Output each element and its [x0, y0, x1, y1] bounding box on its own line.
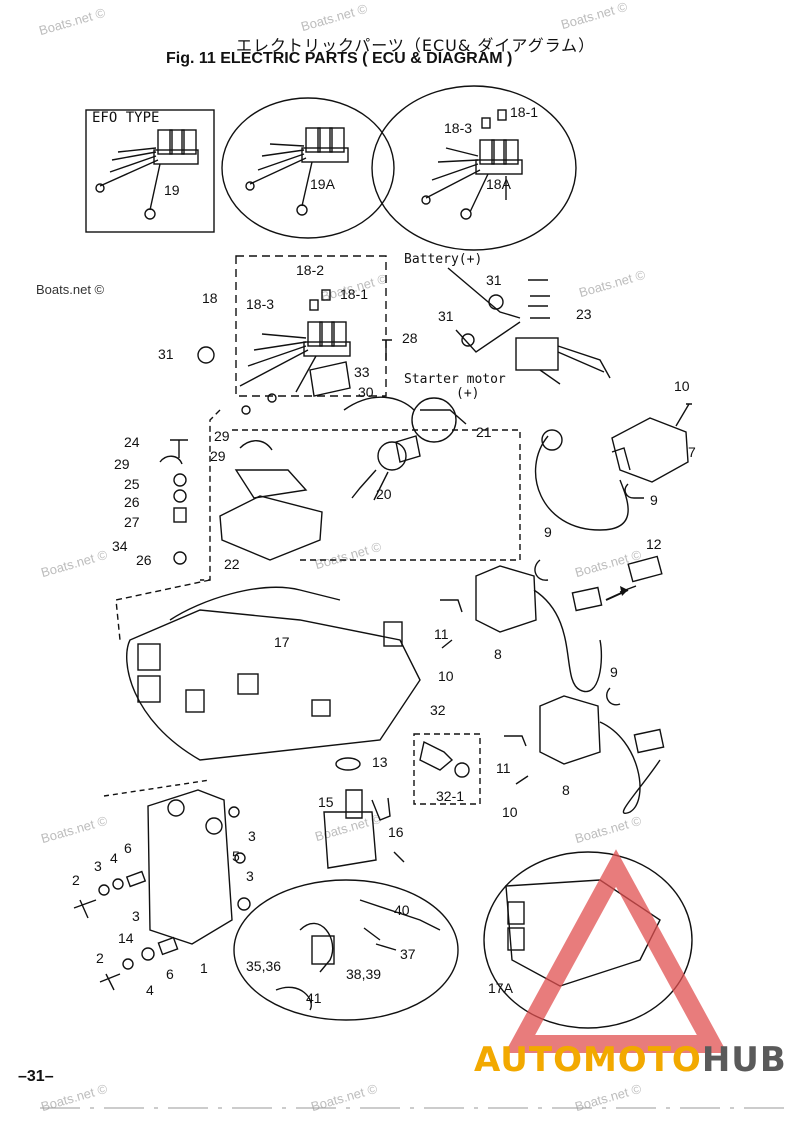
- brand-wordmark: AUTOMOTOHUB: [474, 1040, 787, 1080]
- part-35-36-label: 35,36: [246, 958, 282, 974]
- part-2b-label: 2: [96, 950, 104, 966]
- part-41-label: 41: [306, 990, 322, 1006]
- part-3a-label: 3: [94, 858, 102, 874]
- part-16-label: 16: [388, 824, 404, 840]
- part-7-label: 7: [688, 444, 696, 460]
- part-6a-label: 6: [124, 840, 132, 856]
- group-32-frame: [413, 733, 481, 805]
- part-5-label: 5: [232, 848, 240, 864]
- part-15-label: 15: [318, 794, 334, 810]
- part-40-label: 40: [394, 902, 410, 918]
- part-34-label: 34: [112, 538, 128, 554]
- part-30-label: 30: [358, 384, 374, 400]
- efo-type-label: EFO TYPE: [92, 110, 160, 126]
- part-10b-label: 10: [438, 668, 454, 684]
- part-17-label: 17: [274, 634, 290, 650]
- part-29a-label: 29: [114, 456, 130, 472]
- part-22-label: 22: [224, 556, 240, 572]
- brand-part-1: AUTOMOTO: [474, 1040, 702, 1080]
- part-31c-label: 31: [158, 346, 174, 362]
- part-2a-label: 2: [72, 872, 80, 888]
- part-11b-label: 11: [496, 760, 511, 776]
- part-28-label: 28: [402, 330, 418, 346]
- part-3d-label: 3: [132, 908, 140, 924]
- part-27-label: 27: [124, 514, 140, 530]
- part-4b-label: 4: [146, 982, 154, 998]
- part-18-label: 18: [202, 290, 218, 306]
- part-31a-label: 31: [486, 272, 502, 288]
- relay-18a: [421, 109, 523, 220]
- relay-19: [95, 129, 199, 220]
- relay-19a: [245, 127, 349, 216]
- part-11a-label: 11: [434, 626, 449, 642]
- title-japanese: エレクトリックパーツ（ECU& ダイアグラム）: [236, 36, 596, 55]
- part-8b-label: 8: [562, 782, 570, 798]
- part-25-label: 25: [124, 476, 140, 492]
- bracket-33: [309, 361, 351, 397]
- part-26a-label: 26: [124, 494, 140, 510]
- part-37-label: 37: [400, 946, 416, 962]
- part-10a-label: 10: [674, 378, 690, 394]
- part-18-1-label: 18-1: [340, 286, 369, 302]
- part-32-label: 32: [430, 702, 446, 718]
- part-9c-label: 9: [610, 664, 618, 680]
- starter-motor-label: Starter motor: [404, 372, 506, 387]
- part-20-label: 20: [376, 486, 392, 502]
- part-8a-label: 8: [494, 646, 502, 662]
- part-19a-label: 19A: [310, 176, 335, 192]
- part-9a-label: 9: [650, 492, 658, 508]
- battery-label: Battery(+): [404, 252, 483, 267]
- part-18-1-top-label: 18-1: [510, 104, 539, 120]
- part-26b-label: 26: [136, 552, 152, 568]
- starter-plus-label: (+): [456, 386, 480, 401]
- part-29b-label: 29: [214, 428, 230, 444]
- part-18-3-top-label: 18-3: [444, 120, 473, 136]
- part-32-1-label: 32-1: [436, 788, 465, 804]
- part-21-label: 21: [476, 424, 492, 440]
- page-number: –31–: [18, 1068, 54, 1085]
- part-18-2-label: 18-2: [296, 262, 325, 278]
- oval-17a: [483, 851, 693, 1029]
- part-18-3-label: 18-3: [246, 296, 275, 312]
- oval-harness-small: [233, 879, 459, 1021]
- part-29c-label: 29: [210, 448, 226, 464]
- part-18a-label: 18A: [486, 176, 511, 192]
- part-3c-label: 3: [246, 868, 254, 884]
- part-1-label: 1: [200, 960, 208, 976]
- part-4a-label: 4: [110, 850, 118, 866]
- figure-title: Fig. 11 ELECTRIC PARTS ( ECU & DIAGRAM ): [166, 50, 513, 67]
- watermark: Boats.net ©: [36, 282, 105, 297]
- oval-18a: [371, 85, 577, 251]
- part-38-39-label: 38,39: [346, 966, 382, 982]
- brand-part-2: HUB: [701, 1040, 787, 1080]
- part-24-label: 24: [124, 434, 140, 450]
- part-23-label: 23: [576, 306, 592, 322]
- part-19-label: 19: [164, 182, 180, 198]
- part-17a-label: 17A: [488, 980, 513, 996]
- part-10c-label: 10: [502, 804, 518, 820]
- part-9b-label: 9: [544, 524, 552, 540]
- part-33-label: 33: [354, 364, 370, 380]
- part-13-label: 13: [372, 754, 388, 770]
- part-3b-label: 3: [248, 828, 256, 844]
- part-14-label: 14: [118, 930, 134, 946]
- relay-18: [239, 289, 351, 415]
- part-6b-label: 6: [166, 966, 174, 982]
- group-18-frame: [235, 255, 387, 397]
- oval-19a: [221, 97, 395, 239]
- part-31b-label: 31: [438, 308, 454, 324]
- brand-triangle-logo: [504, 849, 728, 1053]
- efo-type-frame: [85, 109, 215, 233]
- part-12-label: 12: [646, 536, 662, 552]
